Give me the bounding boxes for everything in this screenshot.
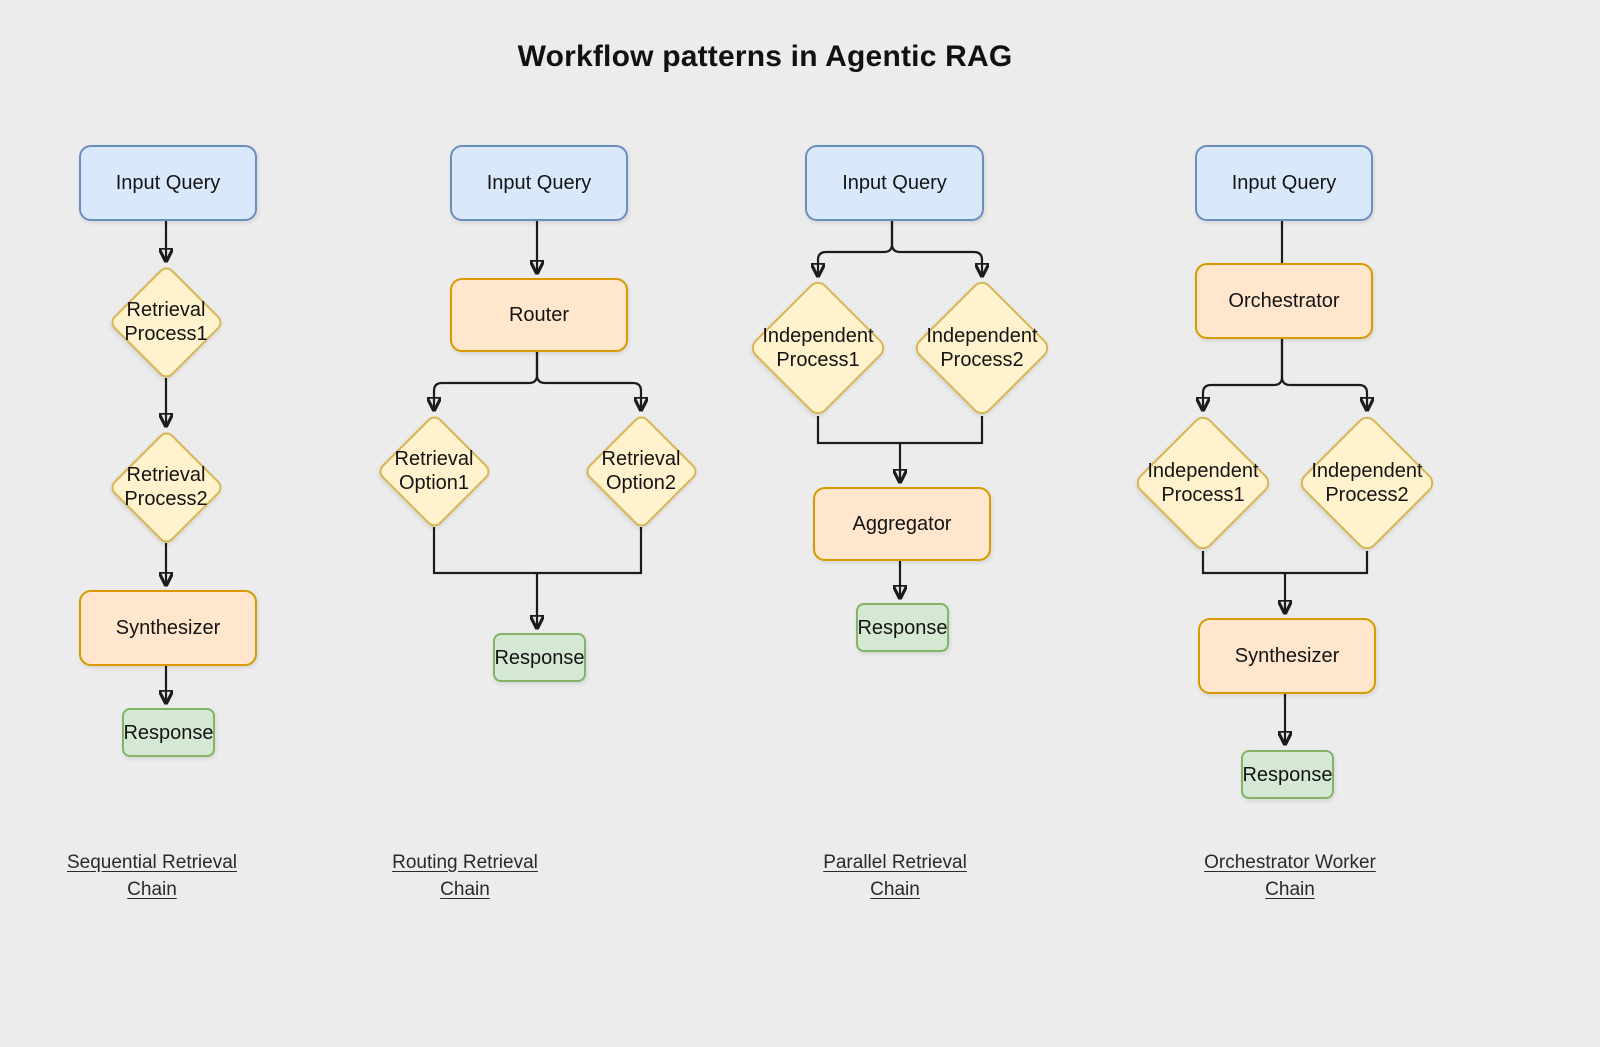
par-independent-process1-diamond: Independent Process1 [747, 277, 889, 419]
par-aggregator-node: Aggregator [813, 487, 991, 561]
seq-retrieval-process1-label: Retrieval Process1 [124, 298, 208, 345]
orch-response-node: Response [1241, 750, 1334, 799]
arrow-route-router-to-option2 [535, 348, 641, 410]
arrow-route-router-to-option1 [434, 348, 539, 410]
orch-independent-process2-label: Independent Process2 [1311, 459, 1423, 506]
orch-independent-process1-diamond: Independent Process1 [1132, 412, 1274, 554]
par-response-node: Response [856, 603, 949, 652]
seq-retrieval-process2-diamond: Retrieval Process2 [107, 428, 225, 546]
seq-retrieval-process2-label: Retrieval Process2 [124, 463, 208, 510]
seq-retrieval-process1-diamond: Retrieval Process1 [107, 263, 225, 381]
par-input-query-label: Input Query [842, 172, 947, 194]
line-par-process1-join [816, 416, 900, 445]
arrow-orch-orchestrator-to-process2 [1280, 335, 1367, 410]
page-title: Workflow patterns in Agentic RAG [517, 40, 1013, 73]
route-retrieval-option2-label: Retrieval Option2 [601, 447, 681, 494]
par-independent-process2-diamond: Independent Process2 [911, 277, 1053, 419]
route-router-label: Router [508, 304, 570, 326]
par-independent-process2-label: Independent Process2 [926, 324, 1038, 371]
route-response-node: Response [493, 633, 586, 682]
seq-response-label: Response [123, 721, 214, 744]
orch-synthesizer-node: Synthesizer [1198, 618, 1376, 694]
route-retrieval-option1-diamond: Retrieval Option1 [375, 412, 493, 530]
arrow-par-input-to-process1 [818, 217, 894, 276]
orch-input-query-label: Input Query [1231, 172, 1337, 194]
line-orch-process1-join [1201, 551, 1285, 575]
route-input-query-label: Input Query [486, 172, 592, 194]
orch-input-query-node: Input Query [1195, 145, 1373, 221]
par-independent-process1-label: Independent Process1 [762, 324, 874, 371]
par-response-label: Response [857, 616, 948, 639]
seq-synthesizer-label: Synthesizer [115, 617, 221, 639]
arrow-orch-orchestrator-to-process1 [1203, 335, 1284, 410]
route-input-query-node: Input Query [450, 145, 628, 221]
seq-response-node: Response [122, 708, 215, 757]
line-route-option2-join [537, 527, 643, 575]
orch-orchestrator-label: Orchestrator [1228, 290, 1340, 312]
orch-synthesizer-label: Synthesizer [1234, 645, 1340, 667]
route-retrieval-option2-diamond: Retrieval Option2 [582, 412, 700, 530]
route-retrieval-option1-label: Retrieval Option1 [394, 447, 474, 494]
seq-input-query-label: Input Query [115, 172, 221, 194]
par-aggregator-label: Aggregator [852, 513, 952, 535]
orch-orchestrator-node: Orchestrator [1195, 263, 1373, 339]
caption-routing-retrieval-chain: Routing Retrieval Chain [392, 852, 538, 900]
route-router-node: Router [450, 278, 628, 352]
seq-input-query-node: Input Query [79, 145, 257, 221]
line-par-process2-join [900, 416, 984, 445]
seq-synthesizer-node: Synthesizer [79, 590, 257, 666]
par-input-query-node: Input Query [805, 145, 984, 221]
caption-sequential-retrieval-chain: Sequential Retrieval Chain [66, 852, 238, 900]
orch-independent-process1-label: Independent Process1 [1147, 459, 1259, 506]
route-response-label: Response [494, 646, 585, 669]
caption-parallel-retrieval-chain: Parallel Retrieval Chain [823, 852, 967, 900]
orch-response-label: Response [1242, 763, 1333, 786]
arrow-par-input-to-process2 [890, 217, 982, 276]
caption-orchestrator-worker-chain: Orchestrator Worker Chain [1204, 852, 1376, 900]
line-orch-process2-join [1285, 551, 1369, 575]
line-route-option1-join [432, 527, 537, 575]
orch-independent-process2-diamond: Independent Process2 [1296, 412, 1438, 554]
